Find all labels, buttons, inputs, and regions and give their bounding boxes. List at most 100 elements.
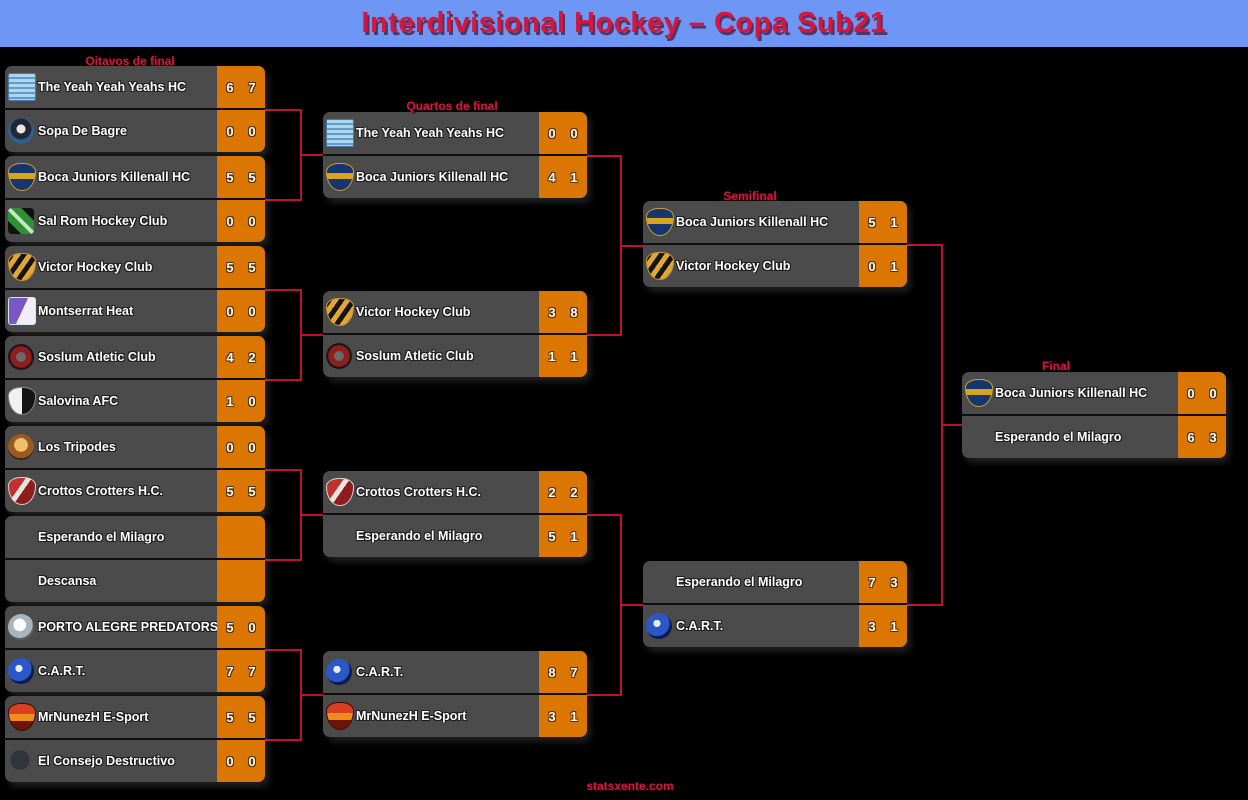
team-name: Boca Juniors Killenall HC [995, 386, 1148, 400]
score-leg2: 7 [570, 664, 578, 680]
team-name: El Consejo Destructivo [38, 754, 175, 768]
team-name: Salovina AFC [38, 394, 119, 408]
score-leg1: 0 [868, 258, 876, 274]
score-box: 5 5 [217, 246, 265, 288]
score-leg1: 0 [226, 123, 234, 139]
score-leg1: 5 [226, 483, 234, 499]
team-name: C.A.R.T. [38, 664, 86, 678]
score-leg1: 3 [548, 304, 556, 320]
salovina-crest-icon [8, 387, 36, 415]
match-box: Boca Juniors Killenall HC 5 1 Victor Hoc… [643, 201, 907, 287]
match-box: The Yeah Yeah Yeahs HC 0 0 Boca Juniors … [323, 112, 587, 198]
score-box: 0 0 [217, 200, 265, 242]
team-row: Boca Juniors Killenall HC 4 1 [323, 154, 587, 198]
score-box: 0 0 [217, 290, 265, 332]
score-leg2: 1 [890, 618, 898, 634]
team-row: Esperando el Milagro 6 3 [962, 414, 1226, 458]
team-name: Descansa [38, 574, 97, 588]
team-row: Crottos Crotters H.C. 2 2 [323, 471, 587, 513]
team-row: Boca Juniors Killenall HC 5 1 [643, 201, 907, 243]
score-box: 1 0 [217, 380, 265, 422]
score-box: 5 1 [859, 201, 907, 243]
score-leg1: 3 [548, 708, 556, 724]
bracket-connector-line [265, 109, 300, 111]
team-name: Esperando el Milagro [676, 575, 803, 589]
score-leg1: 7 [868, 574, 876, 590]
team-name: Boca Juniors Killenall HC [38, 170, 191, 184]
score-leg2: 5 [248, 709, 256, 725]
team-name: Victor Hockey Club [356, 305, 471, 319]
score-leg1: 4 [226, 349, 234, 365]
cart-crest-icon [646, 613, 672, 639]
bracket-connector-line [265, 199, 300, 201]
score-box: 0 0 [217, 740, 265, 782]
score-leg1: 6 [226, 79, 234, 95]
bracket-connector-line [300, 694, 323, 696]
score-box: 7 3 [859, 561, 907, 603]
page-title: Interdivisional Hockey – Copa Sub21 [361, 7, 887, 39]
match-box: Esperando el Milagro 7 3 C.A.R.T. 3 1 [643, 561, 907, 647]
consejo-crest-icon [8, 748, 34, 774]
porto-crest-icon [8, 614, 34, 640]
score-leg1: 5 [226, 619, 234, 635]
score-box: 3 1 [539, 695, 587, 737]
team-row: Victor Hockey Club 5 5 [5, 246, 265, 288]
team-row: The Yeah Yeah Yeahs HC 6 7 [5, 66, 265, 108]
team-name: PORTO ALEGRE PREDATORS [38, 620, 217, 634]
team-name: Soslum Atletic Club [356, 349, 474, 363]
score-box: 6 7 [217, 66, 265, 108]
score-leg1: 1 [548, 348, 556, 364]
team-row: Victor Hockey Club 0 1 [643, 243, 907, 287]
team-name: Soslum Atletic Club [38, 350, 156, 364]
score-leg2: 0 [248, 753, 256, 769]
salrom-crest-icon [8, 208, 34, 234]
team-row: Esperando el Milagro [5, 516, 265, 558]
bracket-connector-line [300, 514, 323, 516]
team-row: Boca Juniors Killenall HC 5 5 [5, 156, 265, 198]
team-name: Boca Juniors Killenall HC [676, 215, 829, 229]
score-leg2: 0 [248, 213, 256, 229]
bracket-connector-line [587, 334, 620, 336]
team-name: C.A.R.T. [356, 665, 404, 679]
match-box: Crottos Crotters H.C. 2 2 Esperando el M… [323, 471, 587, 557]
score-box: 4 1 [539, 156, 587, 198]
bracket-connector-line [587, 155, 620, 157]
nunez-crest-icon [8, 703, 36, 731]
tripodes-crest-icon [8, 434, 34, 460]
team-row: Soslum Atletic Club 4 2 [5, 336, 265, 378]
victor-crest-icon [326, 298, 354, 326]
team-name: The Yeah Yeah Yeahs HC [356, 126, 505, 140]
round-label: Quartos de final [406, 99, 498, 113]
match-box: Esperando el Milagro Descansa [5, 516, 265, 602]
round-label: Semifinal [723, 189, 777, 203]
team-row: C.A.R.T. 8 7 [323, 651, 587, 693]
score-leg2: 3 [1209, 429, 1217, 445]
team-row: Esperando el Milagro 7 3 [643, 561, 907, 603]
score-leg2: 5 [248, 169, 256, 185]
score-box: 0 0 [217, 426, 265, 468]
score-box: 0 0 [1178, 372, 1226, 414]
score-leg2: 8 [570, 304, 578, 320]
crottos-crest-icon [8, 477, 36, 505]
score-leg2: 0 [248, 619, 256, 635]
nunez-crest-icon [326, 702, 354, 730]
score-leg1: 6 [1187, 429, 1195, 445]
score-box: 6 3 [1178, 416, 1226, 458]
score-leg1: 0 [226, 439, 234, 455]
score-leg2: 1 [890, 258, 898, 274]
score-leg2: 5 [248, 259, 256, 275]
score-leg1: 5 [868, 214, 876, 230]
score-leg1: 5 [226, 169, 234, 185]
score-leg2: 1 [570, 528, 578, 544]
bracket-connector-line [265, 379, 300, 381]
bracket-connector-line [265, 739, 300, 741]
sopa-crest-icon [8, 118, 34, 144]
boca-crest-icon [8, 163, 36, 191]
team-name: MrNunezH E-Sport [356, 709, 467, 723]
bracket-connector-line [300, 154, 323, 156]
score-leg2: 1 [570, 348, 578, 364]
score-leg2: 0 [248, 303, 256, 319]
team-name: Montserrat Heat [38, 304, 134, 318]
team-row: Descansa [5, 558, 265, 602]
